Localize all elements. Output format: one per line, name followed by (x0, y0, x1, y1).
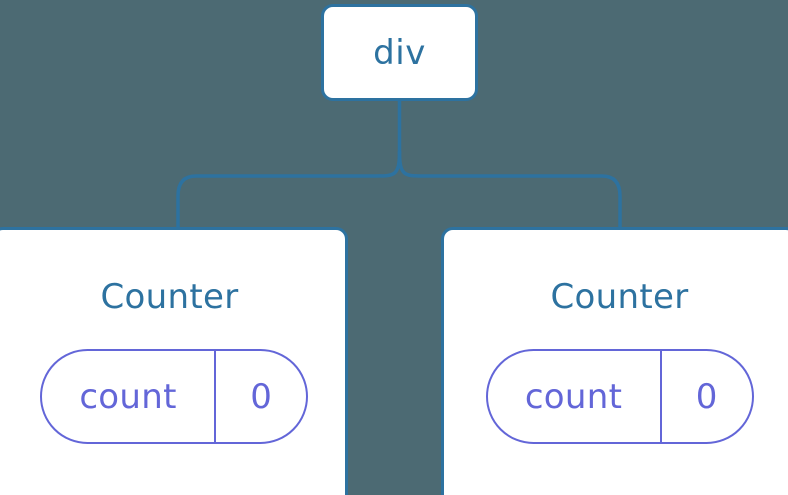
state-value-right: 0 (659, 351, 752, 442)
node-div[interactable]: div (321, 4, 478, 101)
node-counter-left[interactable]: Counter count 0 (0, 227, 348, 495)
state-key-right: count (524, 376, 623, 417)
node-counter-left-label: Counter (100, 277, 239, 317)
state-key-left: count (79, 376, 177, 417)
node-counter-right[interactable]: Counter count 0 (441, 227, 788, 495)
state-value-left: 0 (214, 351, 306, 442)
edge-to-counter-left (176, 150, 402, 230)
node-div-label: div (373, 32, 426, 73)
edge-to-counter-right (397, 150, 622, 230)
state-pill-right[interactable]: count 0 (485, 349, 754, 444)
node-counter-right-label: Counter (550, 277, 689, 317)
state-pill-left[interactable]: count 0 (40, 349, 308, 444)
